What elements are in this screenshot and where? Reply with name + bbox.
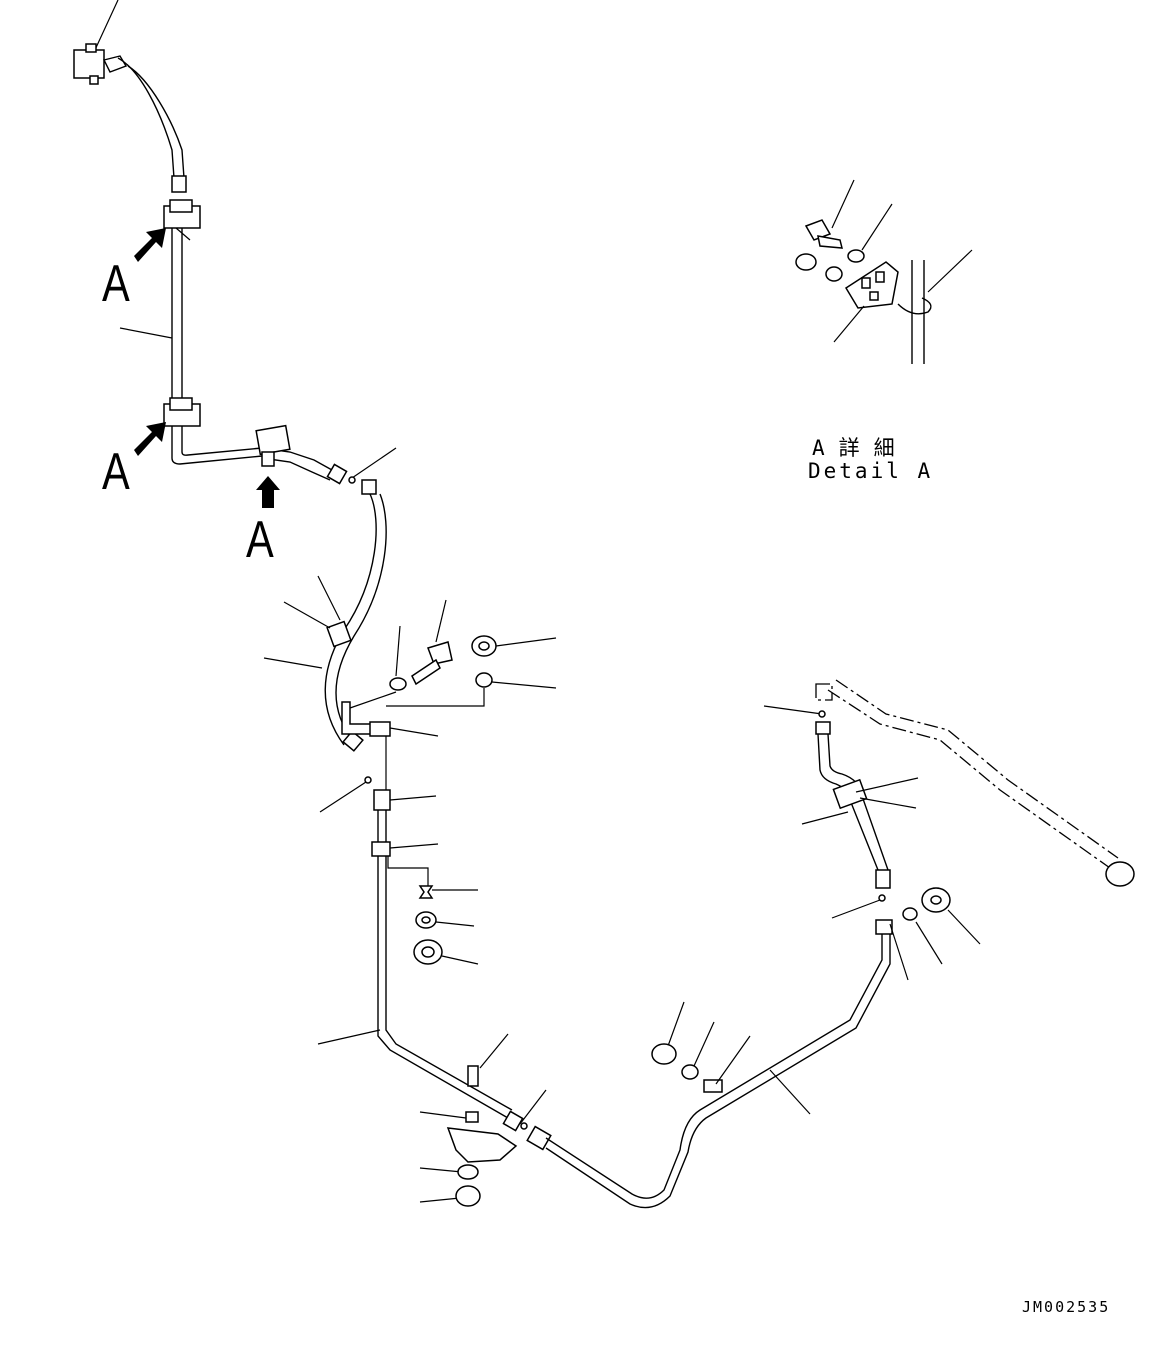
clamp-elbow	[255, 424, 291, 467]
bottom-bracket	[419, 1033, 547, 1207]
view-label-a-1: A	[102, 255, 130, 313]
right-hose	[763, 705, 919, 919]
u-pipe	[526, 919, 893, 1209]
detail-title-jp: A詳細	[812, 436, 909, 460]
clamp-top	[163, 199, 201, 241]
nut-washer-2	[889, 887, 981, 981]
bracket-cluster	[341, 599, 557, 790]
top-hose	[117, 57, 187, 193]
view-label-a-3: A	[246, 511, 274, 569]
view-arrow-a-2	[134, 422, 166, 456]
view-arrow-a-1	[134, 228, 166, 262]
drawing-code: JM002535	[1022, 1298, 1111, 1316]
detail-a-drawing	[795, 179, 973, 364]
view-label-a-2: A	[102, 443, 130, 501]
s-hose	[263, 447, 397, 752]
phantom-pipe	[815, 679, 1135, 887]
detail-title-en: Detail A	[808, 459, 934, 483]
nut-washer-1	[651, 1001, 715, 1080]
top-valve	[73, 0, 128, 85]
clamp-middle	[163, 397, 201, 427]
view-arrow-a-3	[256, 476, 280, 508]
long-pipe	[317, 776, 524, 1132]
